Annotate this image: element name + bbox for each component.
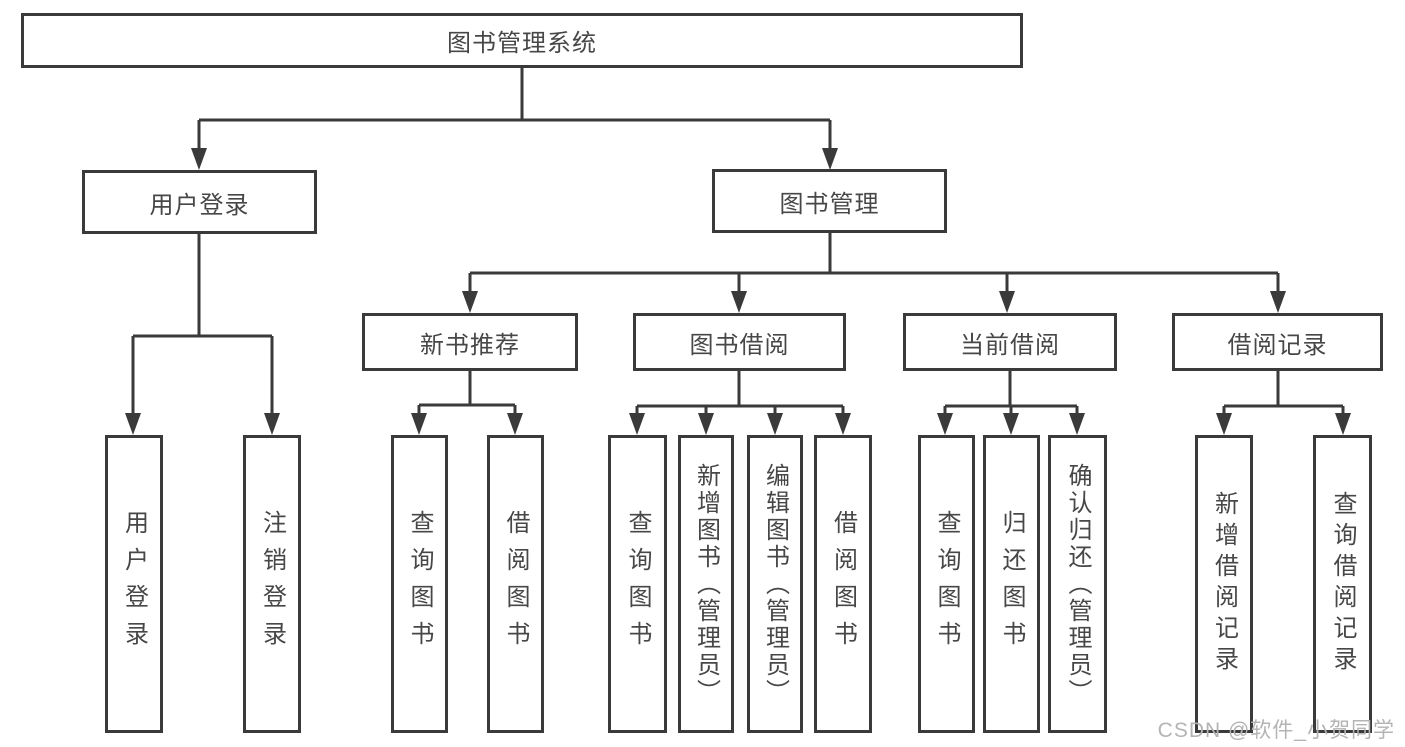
csdn-watermark: CSDN @软件_小贺同学 [1157,719,1395,742]
leaf-user-login: 用户登录 [105,435,163,733]
node-root-title: 图书管理系统 [21,13,1023,68]
node-book-borrow: 图书借阅 [633,313,846,371]
leaf-cur-query-books: 查询图书 [918,435,975,733]
leaf-log-add-record: 新增借阅记录 [1195,435,1253,733]
leaf-cur-confirm-return-admin: 确认归还（管理员） [1048,435,1107,733]
leaf-bor-add-books-admin: 新增图书（管理员） [678,435,734,733]
leaf-log-query-record: 查询借阅记录 [1313,435,1372,733]
node-book-management: 图书管理 [712,169,947,233]
leaf-rec-query-books: 查询图书 [391,435,448,733]
leaf-bor-query-books: 查询图书 [608,435,667,733]
leaf-bor-borrow-books: 借阅图书 [814,435,872,733]
node-current-borrow: 当前借阅 [903,313,1117,371]
leaf-cur-return-books: 归还图书 [983,435,1040,733]
leaf-bor-edit-books-admin: 编辑图书（管理员） [747,435,803,733]
node-borrow-records: 借阅记录 [1172,313,1383,371]
node-user-login: 用户登录 [82,170,317,234]
node-new-book-recommend: 新书推荐 [362,313,578,371]
leaf-logout: 注销登录 [243,435,301,733]
leaf-rec-borrow-books: 借阅图书 [487,435,544,733]
